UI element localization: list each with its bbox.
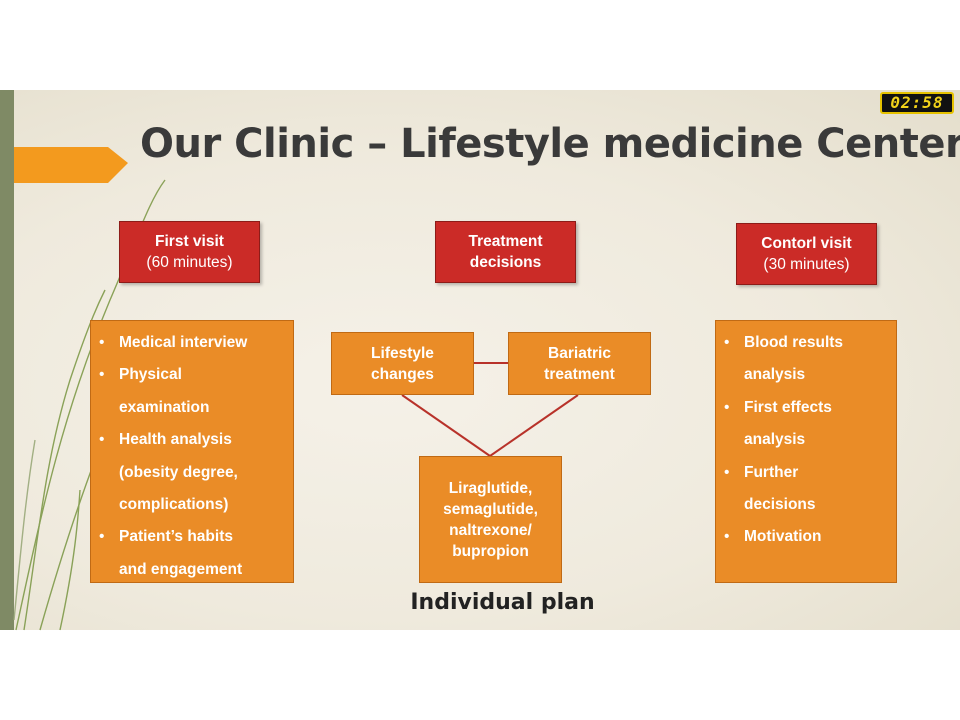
treatment-decisions-line2: decisions — [469, 254, 542, 271]
first-visit-header: First visit (60 minutes) — [119, 221, 260, 283]
first-visit-duration: (60 minutes) — [146, 254, 233, 271]
list-item-continuation: and engagement — [119, 560, 243, 578]
control-visit-header: Contorl visit (30 minutes) — [736, 223, 877, 285]
countdown-timer: 02:58 — [880, 92, 954, 114]
list-item: •Medical interview — [99, 334, 248, 351]
treatment-decisions-line1: Treatment — [468, 233, 543, 250]
medication-line: naltrexone/ — [449, 521, 532, 539]
medication-line: semaglutide, — [443, 500, 538, 518]
lifestyle-line1: Lifestyle — [371, 344, 434, 362]
list-item: •Motivation — [724, 528, 822, 546]
medication-line: Liraglutide, — [448, 479, 533, 497]
bariatric-line2: treatment — [544, 365, 615, 383]
individual-plan-label: Individual plan — [410, 590, 595, 615]
control-visit-duration: (30 minutes) — [763, 256, 850, 273]
list-item: •Physical — [99, 366, 182, 384]
orange-arrow-decoration — [14, 147, 128, 183]
bariatric-treatment-box: Bariatric treatment — [508, 332, 651, 395]
list-item-continuation: (obesity degree, — [119, 463, 238, 481]
lifestyle-changes-box: Lifestyle changes — [331, 332, 474, 395]
connector-bariatric-drugs — [489, 394, 579, 457]
lifestyle-line2: changes — [371, 365, 434, 383]
left-accent-bar — [0, 90, 14, 630]
bariatric-line1: Bariatric — [548, 344, 611, 362]
medication-line: bupropion — [452, 542, 529, 560]
first-visit-details: •Medical interview •Physical examination… — [90, 320, 294, 583]
list-item-continuation: complications) — [119, 496, 229, 514]
list-item-continuation: analysis — [744, 366, 806, 384]
list-item-continuation: analysis — [744, 431, 806, 449]
control-visit-details: •Blood results analysis •First effects a… — [715, 320, 897, 583]
list-item: •Health analysis — [99, 431, 232, 449]
control-visit-title: Contorl visit — [761, 235, 852, 252]
page-title: Our Clinic – Lifestyle medicine Center — [140, 121, 960, 167]
list-item: •Patient’s habits — [99, 528, 233, 546]
medication-box: Liraglutide, semaglutide, naltrexone/ bu… — [419, 456, 562, 583]
first-visit-title: First visit — [155, 233, 224, 250]
list-item: •Further — [724, 463, 799, 481]
treatment-decisions-header: Treatment decisions — [435, 221, 576, 283]
list-item-continuation: examination — [119, 398, 210, 416]
connector-lifestyle-drugs — [401, 394, 491, 457]
list-item-continuation: decisions — [744, 496, 816, 514]
list-item: •Blood results — [724, 334, 844, 351]
list-item: •First effects — [724, 398, 832, 416]
